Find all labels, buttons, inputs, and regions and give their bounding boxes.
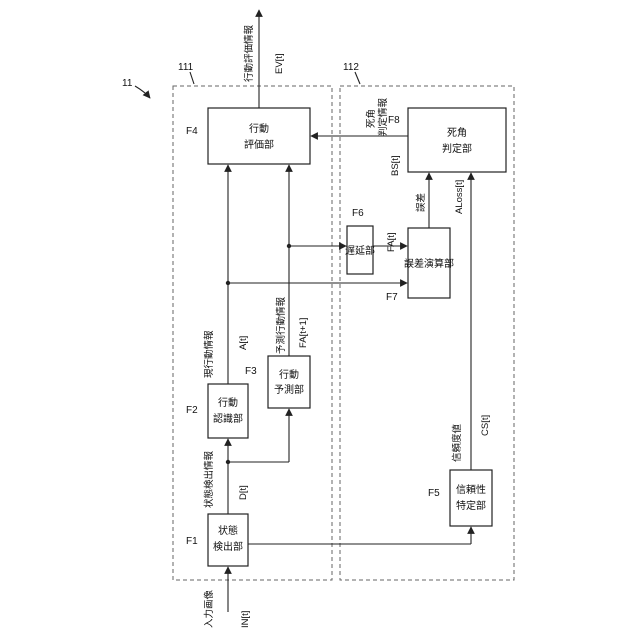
label-predict-var: FA[t+1] [298,318,309,348]
ref-11-arrow [135,86,150,98]
label-state-name: 状態検出情報 [203,450,215,508]
svg-text:行動: 行動 [279,368,299,381]
svg-text:行動: 行動 [249,122,269,135]
tag-f7: F7 [386,292,398,303]
block-f6-delay: 遅延部 [345,226,375,274]
tag-f2: F2 [186,405,198,416]
tag-f3: F3 [245,366,257,377]
block-f4-action-evaluator: 行動 評価部 [208,108,310,164]
tag-f1: F1 [186,536,198,547]
label-predict-name: 予測行動情報 [275,296,287,354]
ref-112-leader [355,72,360,84]
block-f2-action-recognizer: 行動 認識部 [208,384,248,438]
svg-text:検出部: 検出部 [213,540,243,553]
ref-111: 111 [178,62,194,73]
label-input-var: IN[t] [240,611,251,628]
svg-text:状態: 状態 [218,524,238,537]
ref-11: 11 [122,78,133,89]
block-f7-error-calculator: 誤差演算部 [404,228,454,298]
block-f8-blind-spot-judge: 死角 判定部 [408,108,506,172]
label-reliab-name: 信頼度値 [451,423,463,462]
label-error-name: 誤差 [415,193,427,212]
tag-f6: F6 [352,208,364,219]
block-f1-state-detector: 状態 検出部 [208,514,248,566]
label-blind-name1: 死角 [365,109,377,128]
label-blind-var: BS[t] [390,155,401,176]
label-reliab-var: CS[t] [480,415,491,436]
label-current-name: 現行動情報 [203,330,215,378]
svg-text:評価部: 評価部 [244,138,274,151]
block-f3-action-predictor: 行動 予測部 [268,356,310,408]
svg-text:判定部: 判定部 [442,142,472,155]
label-input-name: 入力画像 [203,589,215,628]
svg-text:認識部: 認識部 [213,412,243,425]
ref-112: 112 [343,62,359,73]
label-state-var: D[t] [238,485,249,500]
svg-text:遅延部: 遅延部 [345,244,375,257]
svg-text:特定部: 特定部 [456,499,486,512]
label-blind-name2: 判定情報 [377,97,389,136]
block-f5-reliability-identifier: 信頼性 特定部 [450,470,492,526]
label-current-var: A[t] [238,336,249,350]
svg-text:死角: 死角 [447,127,467,139]
svg-text:信頼性: 信頼性 [456,483,486,496]
tag-f4: F4 [186,126,198,137]
label-delay-var: FA[t] [386,232,397,252]
label-eval-var: EV[t] [274,53,285,74]
svg-text:予測部: 予測部 [274,383,304,396]
svg-text:誤差演算部: 誤差演算部 [404,257,454,270]
svg-text:行動: 行動 [218,396,238,409]
label-error-var: ALoss[t] [454,180,465,214]
tag-f8: F8 [388,115,400,126]
ref-111-leader [190,72,194,84]
tag-f5: F5 [428,488,440,499]
junction-state [226,460,230,464]
label-eval-name: 行動評価情報 [243,24,255,82]
